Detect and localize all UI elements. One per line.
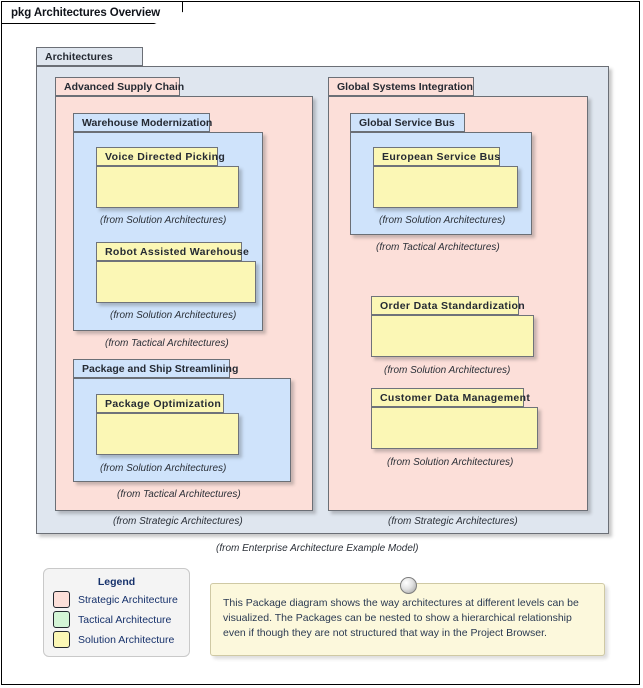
package-customer-data-management-from: (from Solution Architectures): [387, 457, 514, 468]
legend-item-solution: Solution Architecture: [53, 631, 189, 648]
legend-item-tactical: Tactical Architecture: [53, 611, 189, 628]
diagram-title-tab: pkg Architectures Overview: [2, 2, 184, 24]
package-global-systems-integration-tab[interactable]: Global Systems Integration: [328, 77, 474, 96]
package-package-optimization-tab[interactable]: Package Optimization: [96, 394, 224, 413]
package-order-data-standardization[interactable]: Order Data Standardization: [371, 296, 534, 357]
legend-swatch-solution: [53, 631, 70, 648]
package-global-service-bus-from: (from Tactical Architectures): [376, 242, 500, 253]
legend-label-solution: Solution Architecture: [78, 633, 175, 646]
package-and-ship-streamlining-from: (from Tactical Architectures): [117, 489, 241, 500]
package-architectures-label: Architectures: [45, 50, 113, 63]
package-customer-data-management[interactable]: Customer Data Management: [371, 388, 538, 449]
package-advanced-supply-chain-label: Advanced Supply Chain: [64, 80, 185, 93]
package-robot-assisted-warehouse-from: (from Solution Architectures): [110, 310, 237, 321]
package-package-optimization-from: (from Solution Architectures): [100, 463, 227, 474]
legend-swatch-tactical: [53, 611, 70, 628]
package-voice-directed-picking[interactable]: Voice Directed Picking: [96, 147, 239, 208]
package-global-service-bus-label: Global Service Bus: [359, 116, 455, 129]
note-text: This Package diagram shows the way archi…: [223, 597, 579, 639]
package-european-service-bus-from: (from Solution Architectures): [379, 215, 506, 226]
legend: Legend Strategic Architecture Tactical A…: [43, 568, 190, 657]
package-and-ship-streamlining-label: Package and Ship Streamlining: [82, 362, 239, 375]
package-voice-directed-picking-tab[interactable]: Voice Directed Picking: [96, 147, 225, 166]
legend-label-tactical: Tactical Architecture: [78, 613, 172, 626]
package-advanced-supply-chain-tab[interactable]: Advanced Supply Chain: [55, 77, 184, 96]
package-warehouse-modernization-label: Warehouse Modernization: [82, 116, 213, 129]
package-voice-directed-picking-from: (from Solution Architectures): [100, 215, 227, 226]
package-global-systems-integration-label: Global Systems Integration: [337, 80, 473, 93]
package-order-data-standardization-from: (from Solution Architectures): [384, 365, 511, 376]
package-customer-data-management-body[interactable]: [371, 407, 538, 449]
legend-swatch-strategic: [53, 591, 70, 608]
package-european-service-bus-tab[interactable]: European Service Bus: [373, 147, 500, 166]
legend-title: Legend: [97, 576, 136, 588]
package-robot-assisted-warehouse-tab[interactable]: Robot Assisted Warehouse: [96, 242, 249, 261]
note[interactable]: This Package diagram shows the way archi…: [210, 583, 605, 656]
package-order-data-standardization-tab[interactable]: Order Data Standardization: [371, 296, 525, 315]
package-package-optimization-body[interactable]: [96, 413, 239, 455]
package-warehouse-modernization-tab[interactable]: Warehouse Modernization: [73, 113, 213, 132]
package-robot-assisted-warehouse-label: Robot Assisted Warehouse: [105, 245, 250, 258]
package-package-optimization-label: Package Optimization: [105, 397, 222, 410]
package-robot-assisted-warehouse-body[interactable]: [96, 261, 256, 303]
legend-label-strategic: Strategic Architecture: [78, 593, 178, 606]
package-architectures-tab[interactable]: Architectures: [36, 47, 143, 66]
legend-item-strategic: Strategic Architecture: [53, 591, 189, 608]
package-global-service-bus-tab[interactable]: Global Service Bus: [350, 113, 465, 132]
package-customer-data-management-label: Customer Data Management: [380, 391, 531, 404]
package-voice-directed-picking-label: Voice Directed Picking: [105, 150, 226, 163]
package-architectures-from: (from Enterprise Architecture Example Mo…: [216, 543, 419, 554]
package-warehouse-modernization-from: (from Tactical Architectures): [105, 338, 229, 349]
note-anchor-circle-icon: [400, 577, 417, 594]
diagram-title-text: pkg Architectures Overview: [11, 6, 161, 19]
package-order-data-standardization-body[interactable]: [371, 315, 534, 357]
package-voice-directed-picking-body[interactable]: [96, 166, 239, 208]
package-and-ship-streamlining-tab[interactable]: Package and Ship Streamlining: [73, 359, 238, 378]
package-package-optimization[interactable]: Package Optimization: [96, 394, 239, 455]
package-european-service-bus-body[interactable]: [373, 166, 518, 208]
package-global-systems-integration-from: (from Strategic Architectures): [388, 516, 518, 527]
package-european-service-bus-label: European Service Bus: [382, 150, 501, 163]
package-advanced-supply-chain-from: (from Strategic Architectures): [113, 516, 243, 527]
package-robot-assisted-warehouse[interactable]: Robot Assisted Warehouse: [96, 242, 256, 303]
package-european-service-bus[interactable]: European Service Bus: [373, 147, 518, 208]
package-order-data-standardization-label: Order Data Standardization: [380, 299, 526, 312]
package-customer-data-management-tab[interactable]: Customer Data Management: [371, 388, 530, 407]
